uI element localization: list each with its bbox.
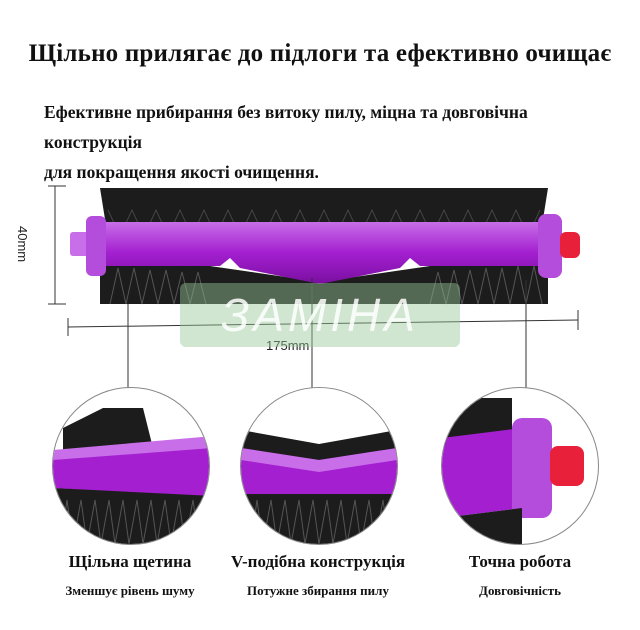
page-title: Щільно прилягає до підлоги та ефективно … xyxy=(28,40,612,67)
right-end-cap xyxy=(538,214,580,278)
detail-end-cap xyxy=(441,387,599,545)
detail-v-shape xyxy=(240,387,398,545)
subtitle-line-1: Ефективне прибирання без витоку пилу, мі… xyxy=(44,102,528,152)
feature-title-1: Щільна щетина xyxy=(68,552,192,571)
brush-illustration xyxy=(48,185,580,390)
brush-body xyxy=(98,222,548,284)
feature-title-2: V-подібна конструкція xyxy=(230,552,406,571)
height-label: 40mm xyxy=(15,226,30,263)
feature-caption-2: Потужне збирання пилу xyxy=(247,583,389,598)
subtitle: Ефективне прибирання без витоку пилу, мі… xyxy=(44,97,624,187)
width-label: 175mm xyxy=(266,338,310,353)
feature-title-3: Точна робота xyxy=(468,552,572,571)
bottom-bristles xyxy=(100,258,548,305)
subtitle-line-2: для покращення якості очищення. xyxy=(44,162,319,182)
feature-caption-1: Зменшує рівень шуму xyxy=(65,583,195,598)
left-end-cap xyxy=(70,216,106,276)
width-dimension-line xyxy=(67,310,579,336)
callout-lines xyxy=(127,278,527,390)
detail-bristles xyxy=(52,387,210,545)
watermark: ЗАМІНА xyxy=(180,283,460,347)
height-dimension-line xyxy=(48,185,66,305)
feature-caption-3: Довговічність xyxy=(479,583,561,598)
